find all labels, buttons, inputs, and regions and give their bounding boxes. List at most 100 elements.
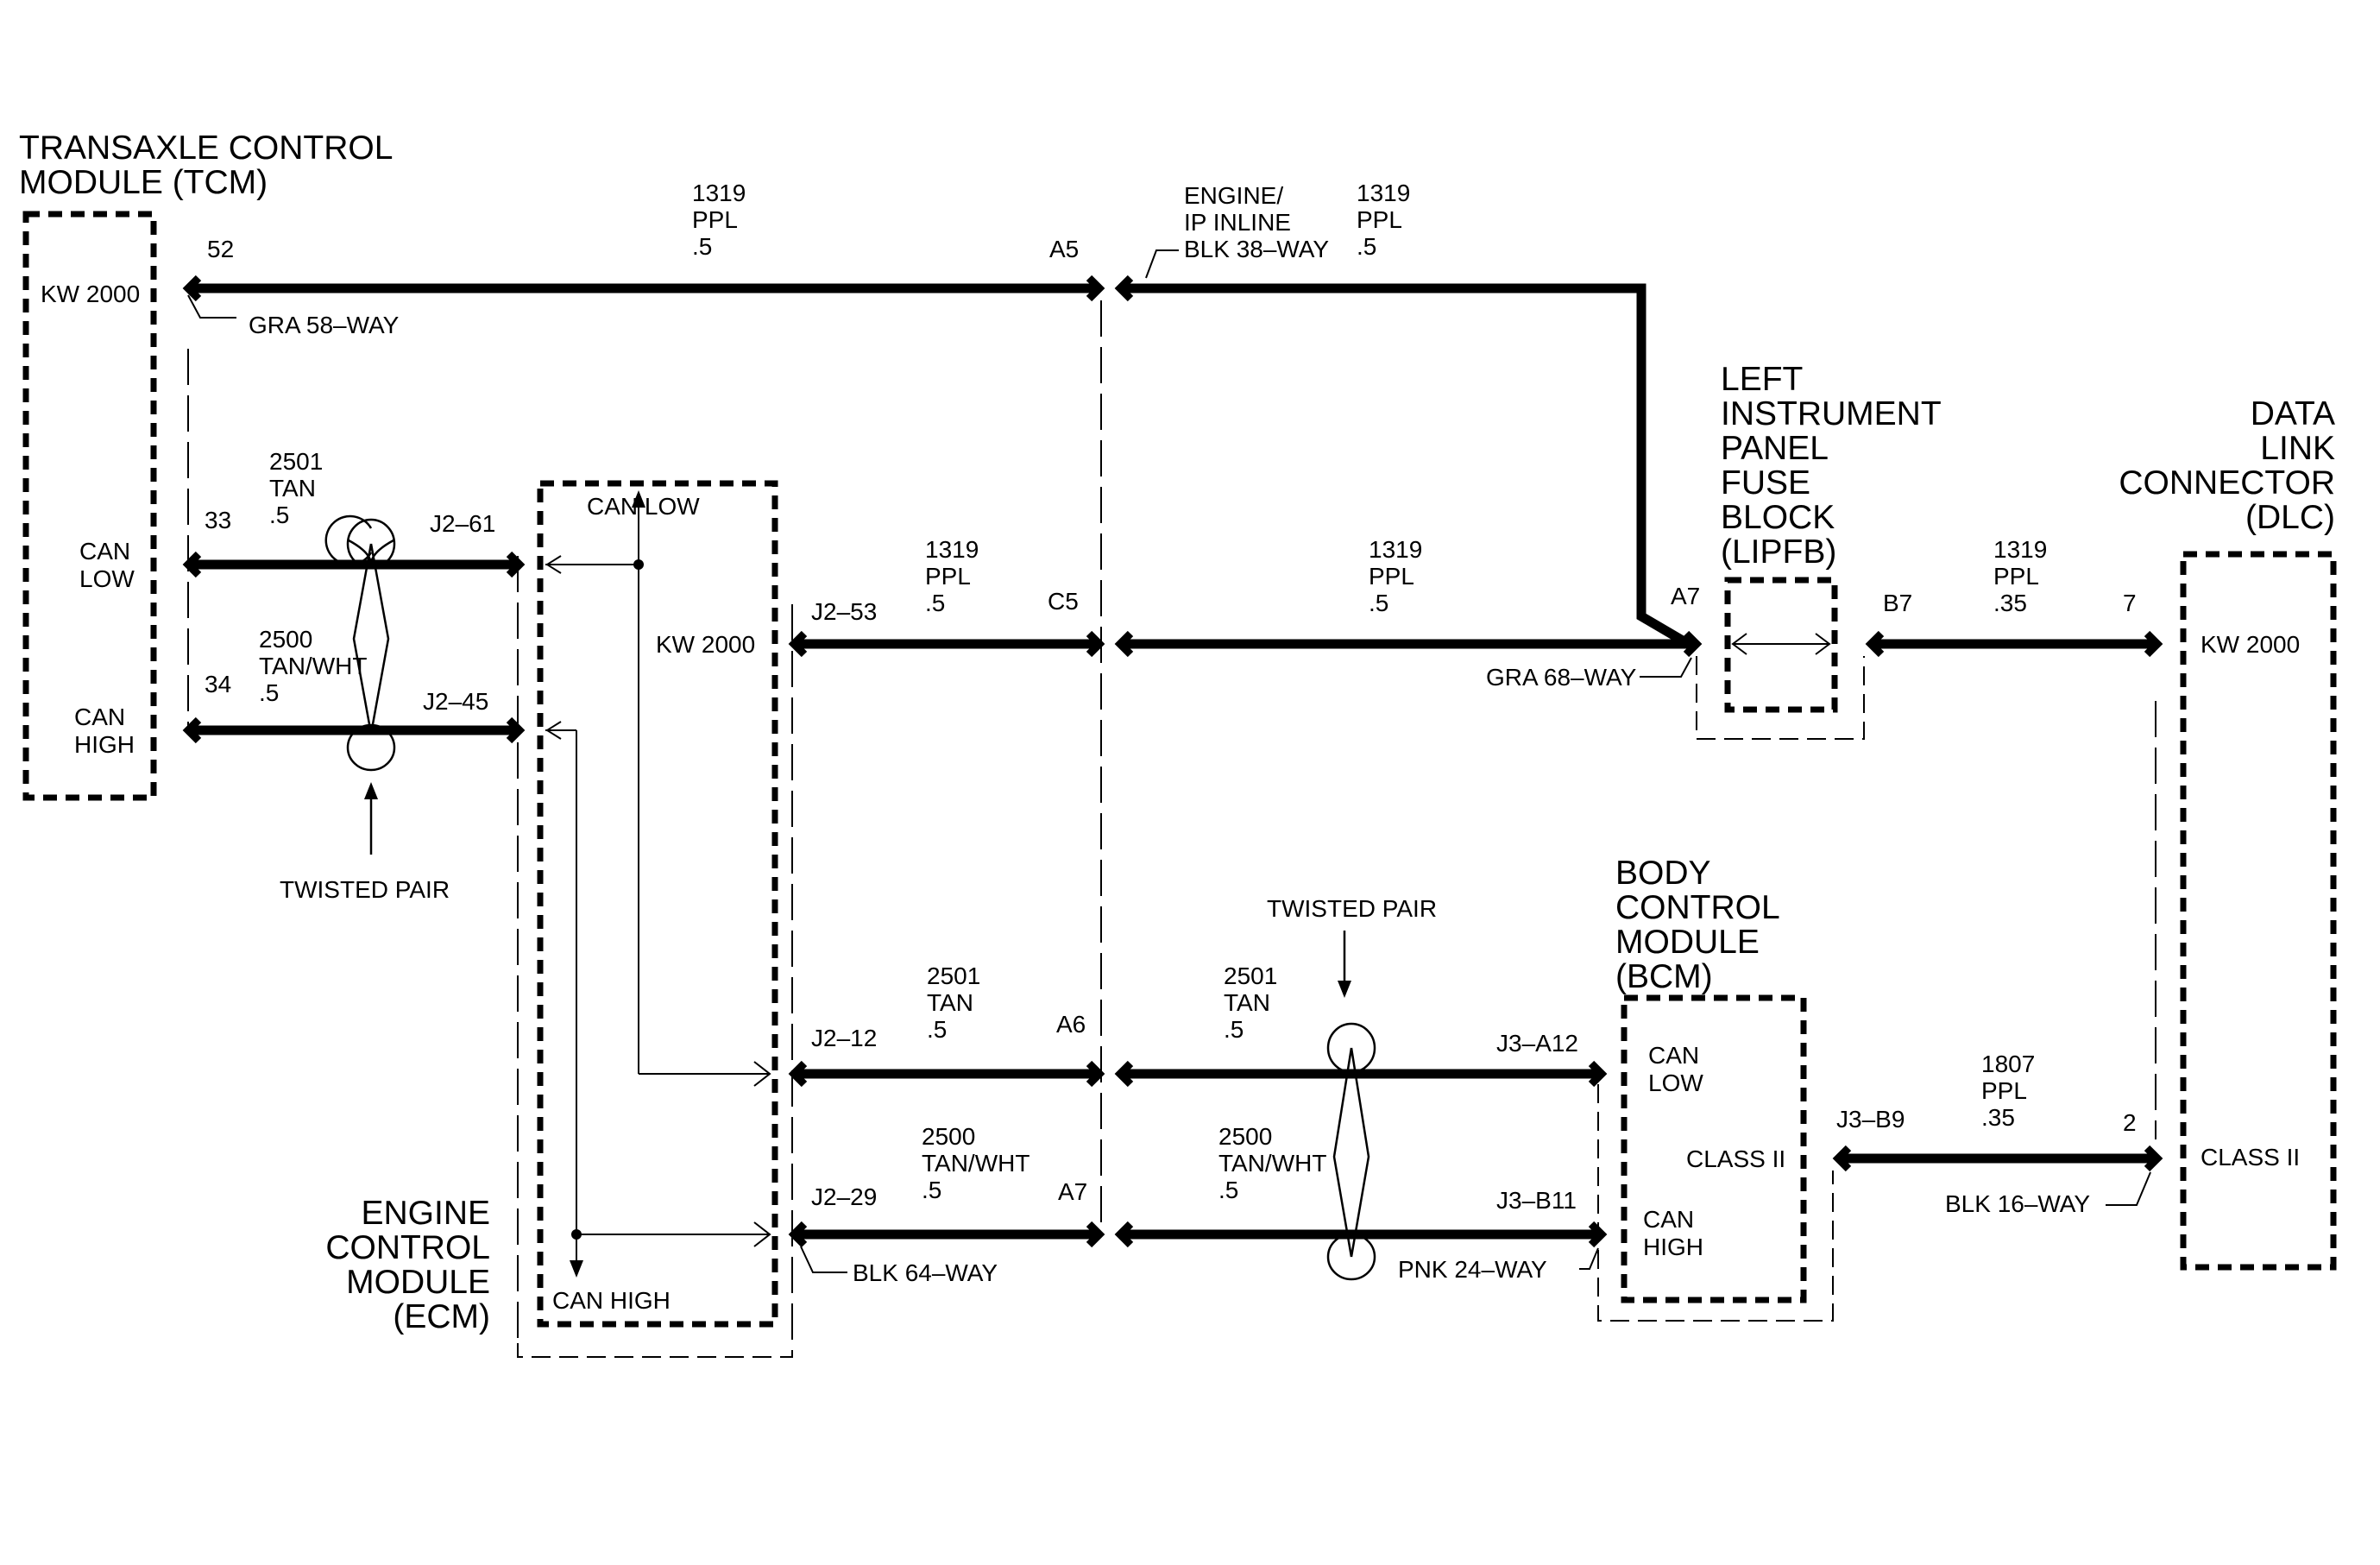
tcm-pin-34-terminal [182, 716, 202, 744]
ecm-box [537, 480, 778, 1328]
tcm-connector-leader [187, 294, 236, 319]
dlc-title-line4: (DLC) [2245, 499, 2335, 536]
inline-pin-a5: A5 [1049, 236, 1079, 262]
wire-2501-bcm-gauge: .5 [1224, 1016, 1244, 1043]
wire-1319-ecm-gauge: .5 [925, 590, 945, 616]
wire-1807-circuit: 1807 [1981, 1051, 2035, 1077]
inline-title-line1: ENGINE/ [1184, 182, 1283, 209]
inline-c5-terminal [1086, 630, 1105, 658]
twist-loop-bcm-top [1326, 1022, 1376, 1074]
twist-loop-top [346, 518, 396, 570]
wire-2500-bcm-gauge: .5 [1218, 1177, 1238, 1203]
tcm-pin-33: 33 [205, 507, 231, 533]
wire-1319-mid-gauge: .5 [1369, 590, 1388, 616]
ecm-title-line1: ENGINE [361, 1195, 490, 1232]
wire-2500-ecm-color: TAN/WHT [922, 1150, 1029, 1177]
ecm-title-line3: MODULE [346, 1264, 490, 1301]
wire-2501-ecm-gauge: .5 [927, 1016, 947, 1043]
ecm-pin-j2-53: J2–53 [811, 598, 877, 625]
wire-1807-gauge: .35 [1981, 1104, 2015, 1131]
wire-1319-mid-circuit: 1319 [1369, 536, 1422, 563]
inline-pin-a7: A7 [1058, 1178, 1087, 1205]
inline-title-leader [1145, 249, 1179, 279]
tcm-protocol: KW 2000 [41, 281, 140, 307]
bcm-pnk-connector-leader [1579, 1247, 1599, 1270]
ecm-j2-12-terminal [788, 1060, 808, 1088]
bcm-pnk-connector-label: PNK 24–WAY [1398, 1256, 1547, 1283]
inline-a5-mating-terminal [1114, 275, 1134, 302]
ecm-title-line4: (ECM) [393, 1298, 490, 1335]
lipfb-title-line3: PANEL [1721, 430, 1829, 467]
wire-2500-ecm-gauge: .5 [922, 1177, 941, 1203]
wire-1319-inline-gauge: .5 [1357, 233, 1376, 260]
wire-2501-tcm-gauge: .5 [269, 502, 289, 528]
inline-connector: ENGINE/ IP INLINE BLK 38–WAY [1100, 182, 1329, 1226]
wire-1319-inline-color: PPL [1357, 206, 1402, 233]
dlc-pin-7-terminal [2144, 630, 2163, 658]
wire-2501-ecm: J2–12 2501 TAN .5 A6 [788, 962, 1105, 1088]
wire-1319-dlc-gauge: .35 [1993, 590, 2027, 616]
dlc-box [2180, 551, 2337, 1271]
wire-2501-tcm-circuit: 2501 [269, 448, 323, 475]
bcm-can-low-line1: CAN [1648, 1042, 1699, 1069]
wire-1319-tcm-gauge: .5 [692, 233, 712, 260]
twist-loop-bottom [346, 723, 396, 772]
dlc-module: DATA LINK CONNECTOR (DLC) KW 2000 CLASS … [2119, 395, 2337, 1271]
wire-1319-inline-circuit: 1319 [1357, 180, 1410, 206]
dlc-pin-2: 2 [2123, 1109, 2137, 1136]
bcm-j3-b9-terminal [1832, 1145, 1852, 1172]
dlc-title-line2: LINK [2260, 430, 2335, 467]
wire-2500-bcm-circuit: 2500 [1218, 1123, 1272, 1150]
ecm-can-high-arrow-right [753, 1221, 771, 1247]
bcm-can-high-line2: HIGH [1643, 1234, 1703, 1260]
bcm-title-line4: (BCM) [1615, 958, 1713, 995]
tcm-box [22, 211, 157, 801]
bcm-pin-j3-b9: J3–B9 [1836, 1106, 1905, 1133]
inline-a5-terminal [1086, 275, 1105, 302]
dlc-protocol: KW 2000 [2201, 631, 2300, 658]
bcm-blk-connector-leader [2106, 1171, 2151, 1206]
lipfb-title-line6: (LIPFB) [1721, 533, 1836, 571]
tcm-pin-34: 34 [205, 671, 231, 697]
lipfb-title-line5: BLOCK [1721, 499, 1835, 536]
wire-1319-dlc-circuit: 1319 [1993, 536, 2047, 563]
wire-2501-bcm-circuit: 2501 [1224, 962, 1277, 989]
tcm-pin-52: 52 [207, 236, 234, 262]
wire-2500-bcm-color: TAN/WHT [1218, 1150, 1326, 1177]
ecm-can-low-arrow-up [632, 490, 645, 508]
bcm-can-high-line1: CAN [1643, 1206, 1694, 1233]
lipfb-internal-arrow-right [1815, 633, 1831, 655]
ecm-protocol: KW 2000 [656, 631, 755, 658]
wire-1319-dlc: 1319 PPL .35 7 [1865, 536, 2163, 658]
wire-1807: 1807 PPL .35 BLK 16–WAY [1832, 1051, 2163, 1217]
wire-2500-tcm-color: TAN/WHT [259, 653, 367, 679]
twisted-pair-label-bcm: TWISTED PAIR [1267, 895, 1437, 922]
wire-2500-tcm-circuit: 2500 [259, 626, 312, 653]
twist-symbol-bcm [1332, 1047, 1370, 1258]
lipfb-title-line2: INSTRUMENT [1721, 395, 1942, 432]
wire-1319-inline-lipfb: 1319 PPL .5 [1114, 180, 1694, 650]
wire-1319-tcm: 1319 PPL .5 A5 [182, 180, 1105, 302]
bcm-class2: CLASS II [1686, 1145, 1785, 1172]
bcm-module: BODY CONTROL MODULE (BCM) CAN LOW CLASS … [1597, 855, 1905, 1322]
lipfb-pin-b7: B7 [1883, 590, 1912, 616]
wire-1319-tcm-circuit: 1319 [692, 180, 746, 206]
tcm-can-high-line2: HIGH [74, 731, 135, 758]
inline-pin-c5: C5 [1048, 588, 1079, 615]
wire-2500-ecm: J2–29 2500 TAN/WHT .5 A7 BLK 64–WAY [788, 1123, 1105, 1286]
tcm-title-line1: TRANSAXLE CONTROL [19, 129, 393, 167]
lipfb-connector-label: GRA 68–WAY [1486, 664, 1637, 691]
wire-1319-ecm: J2–53 1319 PPL .5 C5 1319 PPL .5 [788, 536, 1703, 658]
bcm-title-line3: MODULE [1615, 924, 1760, 961]
ecm-can-low-arrow-right [753, 1061, 771, 1087]
inline-a6-mating-terminal [1114, 1060, 1134, 1088]
lipfb-connector-frame [1696, 656, 1865, 740]
inline-a6-terminal [1086, 1060, 1105, 1088]
dlc-class2: CLASS II [2201, 1144, 2300, 1171]
lipfb-internal-arrow-left [1731, 633, 1747, 655]
wire-2500-ecm-circuit: 2500 [922, 1123, 975, 1150]
dlc-title-line1: DATA [2251, 395, 2335, 432]
ecm-j2-45-terminal [506, 716, 526, 744]
ecm-can-high-arrow-left [545, 721, 562, 740]
